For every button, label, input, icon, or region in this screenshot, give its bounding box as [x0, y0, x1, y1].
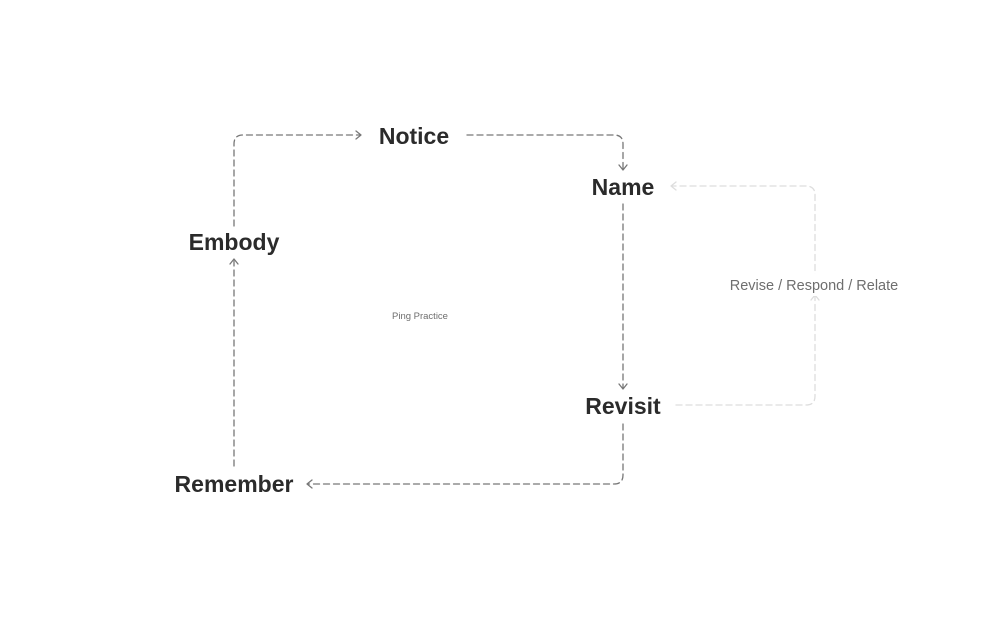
side-label-background	[728, 274, 900, 296]
arrowhead-loop-name	[670, 181, 677, 191]
center-label: Ping Practice	[392, 311, 448, 322]
node-revisit: Revisit	[585, 393, 661, 419]
arrowhead-remember	[306, 479, 313, 489]
arrowhead-embody	[229, 258, 239, 265]
edge-revisit-to-remember	[307, 423, 624, 485]
node-name: Name	[592, 174, 655, 200]
side-label: Revise / Respond / Relate	[730, 278, 898, 294]
arrowhead-revisit	[618, 383, 628, 390]
node-remember: Remember	[175, 471, 294, 497]
node-embody: Embody	[189, 229, 280, 255]
arrowhead-name	[618, 164, 628, 171]
node-notice: Notice	[379, 123, 449, 149]
edge-embody-to-notice	[233, 134, 361, 227]
arrowhead-notice	[355, 130, 362, 140]
edge-notice-to-name	[466, 134, 624, 170]
